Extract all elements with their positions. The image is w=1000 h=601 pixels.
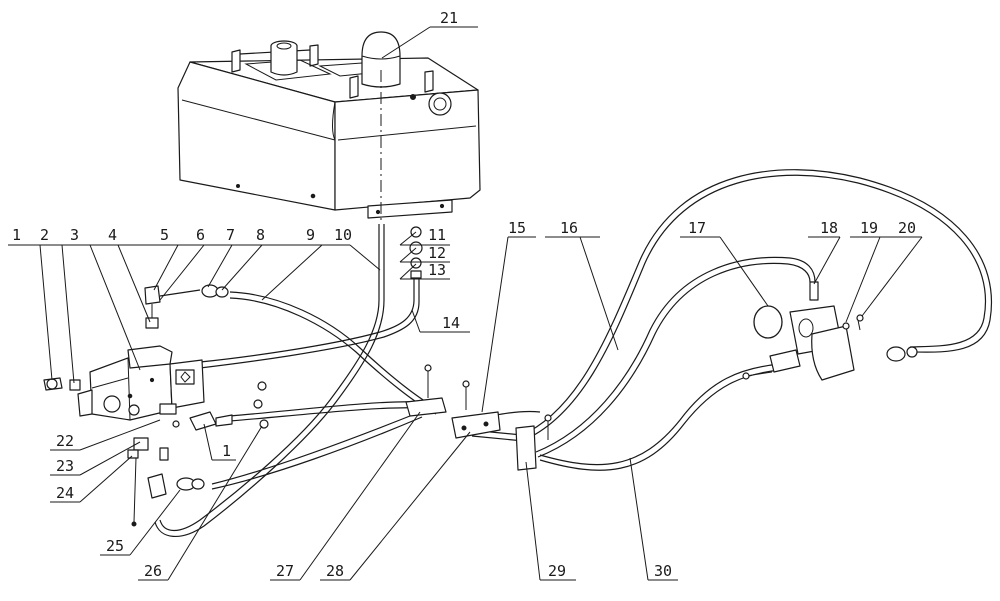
callout-8: 8 — [256, 226, 265, 244]
callout-12: 12 — [428, 244, 446, 262]
callout-1: 1 — [12, 226, 21, 244]
callout-22: 22 — [56, 432, 74, 450]
hydraulic-motor — [742, 281, 918, 381]
callout-3: 3 — [70, 226, 79, 244]
callout-25: 25 — [106, 537, 124, 555]
callout-1-middle: 1 — [222, 442, 231, 460]
callout-2: 2 — [40, 226, 49, 244]
callout-24: 24 — [56, 484, 74, 502]
callout-6: 6 — [196, 226, 205, 244]
callout-27: 27 — [276, 562, 294, 580]
control-valve — [77, 345, 205, 421]
callout-13: 13 — [428, 261, 446, 279]
callout-29: 29 — [548, 562, 566, 580]
callout-4: 4 — [108, 226, 117, 244]
callout-9: 9 — [306, 226, 315, 244]
callout-5: 5 — [160, 226, 169, 244]
callout-numbers: 1 2 3 4 5 6 7 8 9 10 11 12 13 14 15 16 1… — [12, 9, 916, 580]
callout-16: 16 — [560, 219, 578, 237]
callout-11: 11 — [428, 226, 446, 244]
callout-28: 28 — [326, 562, 344, 580]
callout-26: 26 — [144, 562, 162, 580]
callout-15: 15 — [508, 219, 526, 237]
callout-10: 10 — [334, 226, 352, 244]
fittings — [43, 226, 423, 527]
callout-19: 19 — [860, 219, 878, 237]
callout-7: 7 — [226, 226, 235, 244]
callout-21: 21 — [440, 9, 458, 27]
o-ring — [753, 305, 783, 339]
callout-20: 20 — [898, 219, 916, 237]
leader-lines — [8, 26, 923, 581]
callout-17: 17 — [688, 219, 706, 237]
hose-clamps — [405, 364, 552, 471]
callout-18: 18 — [820, 219, 838, 237]
callout-14: 14 — [442, 314, 460, 332]
callout-23: 23 — [56, 457, 74, 475]
oil-tank — [177, 31, 481, 222]
callout-30: 30 — [654, 562, 672, 580]
